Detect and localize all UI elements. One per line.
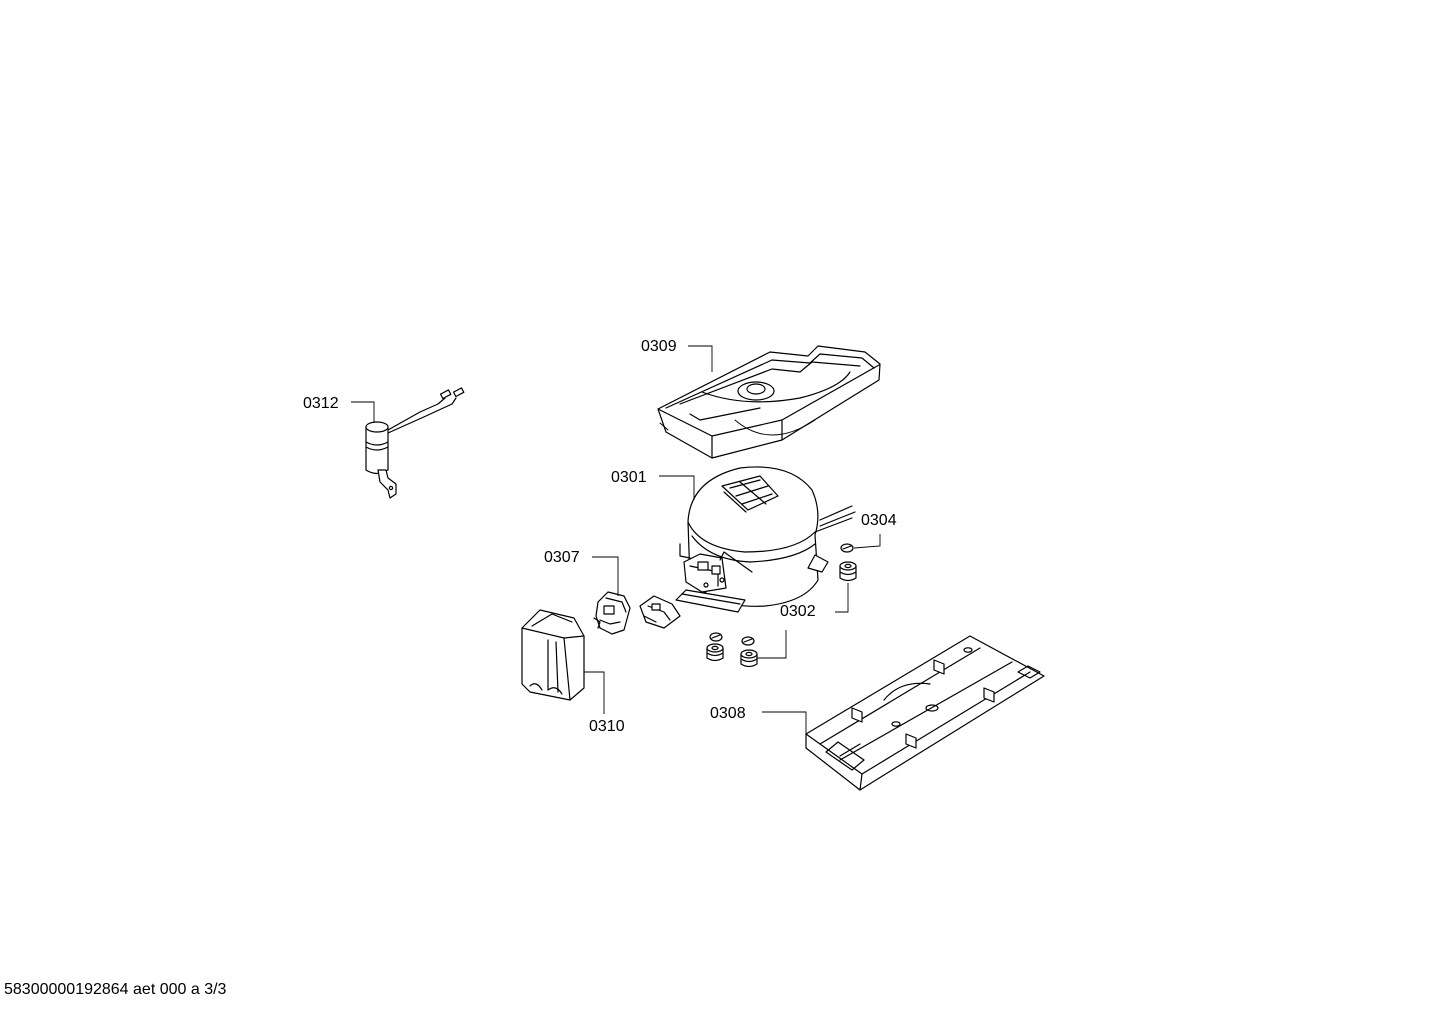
part-0309-drip-tray bbox=[657, 345, 881, 459]
label-0312: 0312 bbox=[303, 395, 339, 412]
label-0301: 0301 bbox=[611, 469, 647, 486]
part-0312-capacitor bbox=[365, 387, 465, 499]
part-0302-grommets bbox=[706, 561, 857, 668]
part-labels: 0309 0312 0301 0304 0307 0302 0310 0308 bbox=[303, 338, 897, 735]
part-0310-relay-cover bbox=[521, 609, 585, 701]
part-0304-clip bbox=[840, 543, 854, 553]
label-0304: 0304 bbox=[861, 512, 897, 529]
part-0301-compressor bbox=[675, 466, 856, 613]
document-reference-code: 58300000192864 aet 000 a 3/3 bbox=[4, 981, 227, 998]
label-0302: 0302 bbox=[780, 603, 816, 620]
label-0310: 0310 bbox=[589, 718, 625, 735]
part-0308-mounting-plate bbox=[805, 635, 1045, 791]
leader-lines bbox=[351, 345, 881, 734]
label-0307: 0307 bbox=[544, 549, 580, 566]
part-0307-starter-relay bbox=[593, 591, 681, 635]
label-0308: 0308 bbox=[710, 705, 746, 722]
label-0309: 0309 bbox=[641, 338, 677, 355]
